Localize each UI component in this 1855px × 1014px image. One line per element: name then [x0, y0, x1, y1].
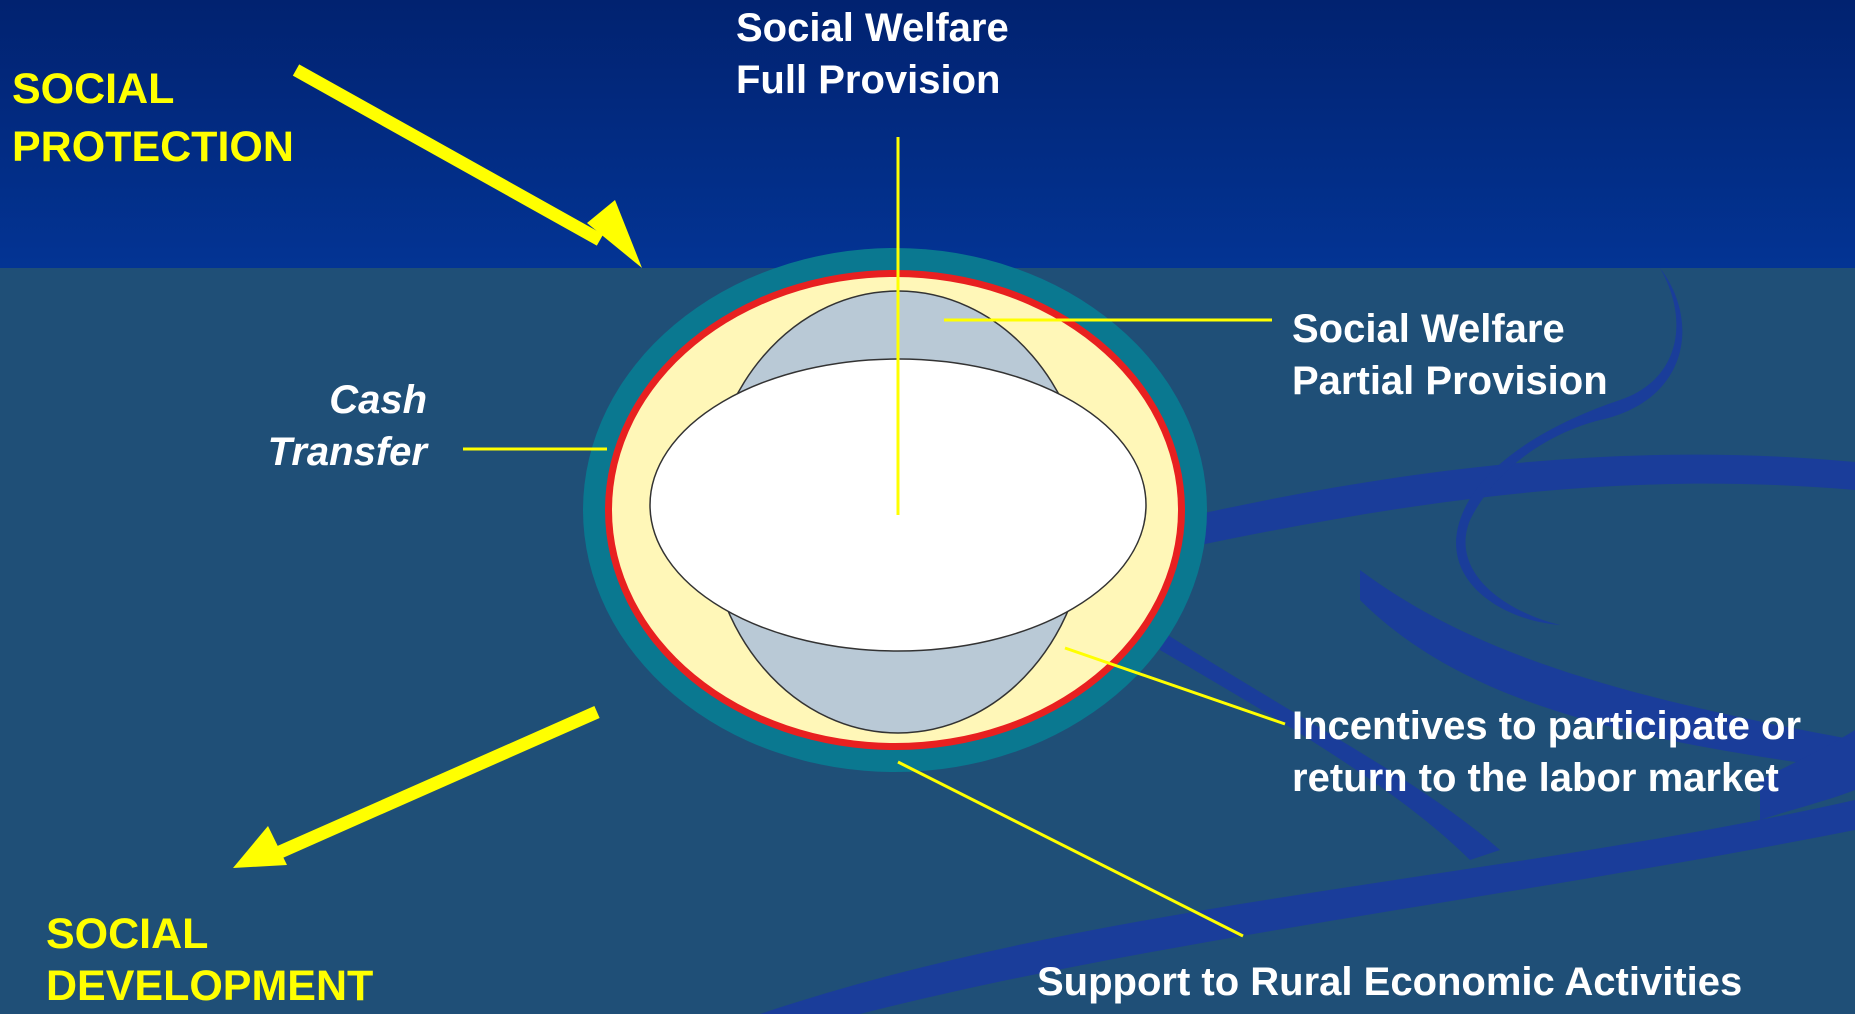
swoosh-upper [1195, 454, 1855, 545]
welfare-full-line-1: Social Welfare [736, 6, 1009, 50]
social-protection-label: SOCIAL PROTECTION [12, 60, 294, 176]
swoosh-lower [1160, 630, 1500, 860]
rural-support-label: Support to Rural Economic Activities [1037, 956, 1742, 1008]
connector-lines [463, 137, 1286, 938]
arrow-development-shaft [277, 706, 600, 858]
arrows [233, 64, 642, 868]
top-band [0, 0, 1855, 268]
social-development-line-2: DEVELOPMENT [46, 962, 374, 1010]
cash-transfer-line-2: Transfer [267, 430, 427, 474]
swoosh-middle [1360, 570, 1855, 770]
line-incentives [1064, 646, 1286, 726]
social-protection-line-2: PROTECTION [12, 123, 294, 171]
rural-support-line-1: Support to Rural Economic Activities [1037, 960, 1743, 1004]
incentives-label: Incentives to participate or return to t… [1292, 700, 1801, 804]
cash-transfer-label: Cash Transfer [230, 374, 427, 478]
swoosh-arc [1456, 268, 1683, 625]
welfare-partial-label: Social Welfare Partial Provision [1292, 303, 1608, 407]
arrow-protection-shaft [292, 64, 604, 246]
swoosh-right-edge [1760, 730, 1855, 820]
incentives-line-2: return to the labor market [1292, 756, 1779, 800]
welfare-full-line-2: Full Provision [736, 58, 1001, 102]
social-protection-line-1: SOCIAL [12, 65, 175, 113]
line-rural-support [897, 760, 1244, 938]
cash-transfer-line-1: Cash [329, 378, 427, 422]
welfare-partial-line-1: Social Welfare [1292, 307, 1565, 351]
welfare-full-label: Social Welfare Full Provision [736, 2, 1009, 106]
central-diagram [583, 248, 1207, 772]
arrow-protection-head [587, 200, 642, 268]
social-development-line-1: SOCIAL [46, 910, 209, 958]
swoosh-bottom [760, 800, 1855, 1014]
incentives-line-1: Incentives to participate or [1292, 704, 1802, 748]
background-swooshes [760, 268, 1855, 1014]
social-development-label: SOCIAL DEVELOPMENT [46, 908, 373, 1012]
arrow-development-head [233, 826, 287, 868]
welfare-partial-line-2: Partial Provision [1292, 359, 1608, 403]
